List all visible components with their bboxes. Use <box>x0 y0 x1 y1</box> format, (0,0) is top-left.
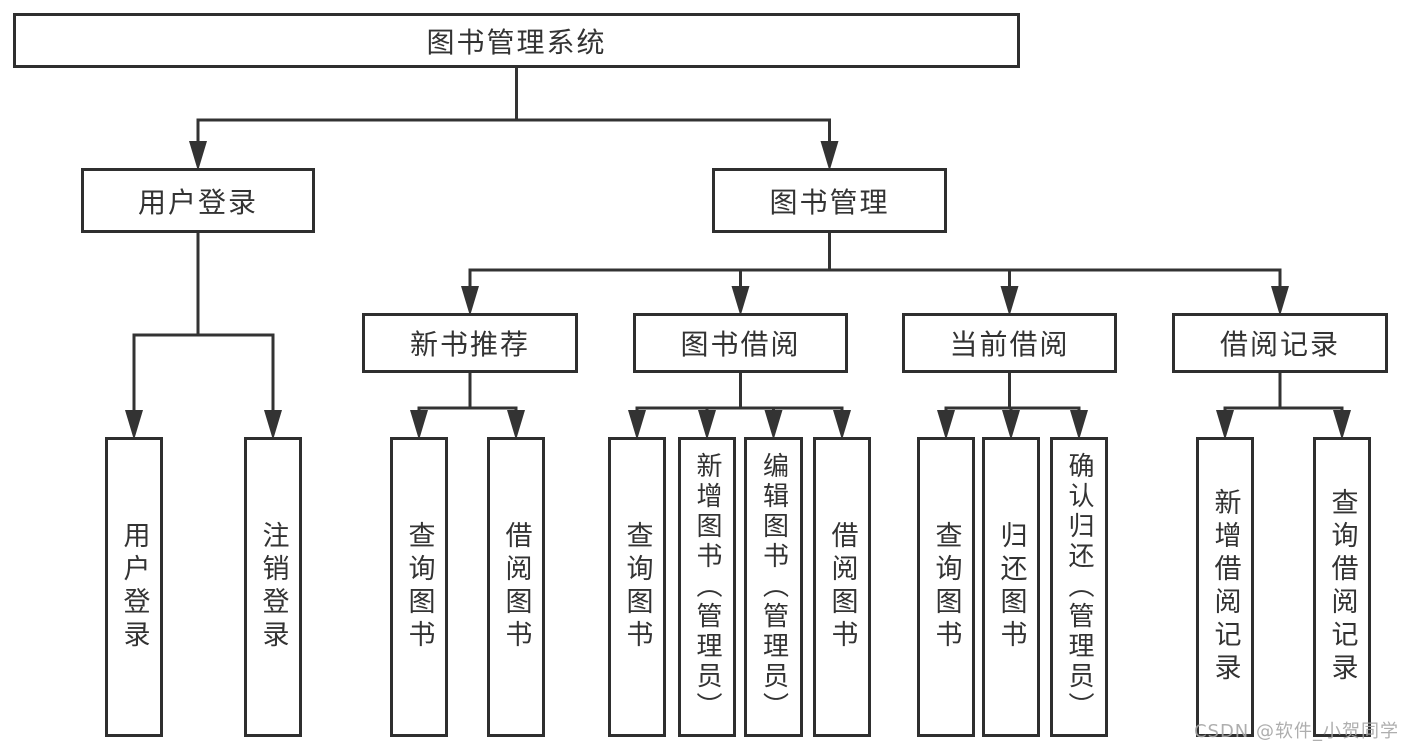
node-label-query-book-2: 查询图书 <box>621 521 653 653</box>
node-query-book-1: 查询图书 <box>390 437 448 737</box>
node-label-query-book-1: 查询图书 <box>403 521 435 653</box>
node-new-book-recommend: 新书推荐 <box>362 313 578 373</box>
node-label-query-borrow-record: 查询借阅记录 <box>1326 488 1358 686</box>
node-logout-leaf: 注销登录 <box>244 437 302 737</box>
node-label-user-login-leaf: 用户登录 <box>118 521 150 653</box>
node-user-login: 用户登录 <box>81 168 315 233</box>
node-label-current-borrow: 当前借阅 <box>949 328 1070 361</box>
node-root: 图书管理系统 <box>13 13 1020 68</box>
node-user-login-leaf: 用户登录 <box>105 437 163 737</box>
node-label-book-management: 图书管理 <box>769 185 890 219</box>
arrowhead-icon <box>731 286 750 316</box>
node-label-confirm-return: 确认归还（管理员） <box>1064 452 1094 722</box>
arrowhead-icon <box>125 410 143 440</box>
arrowhead-icon <box>1333 410 1351 440</box>
node-confirm-return: 确认归还（管理员） <box>1050 437 1108 737</box>
arrowhead-icon <box>189 141 207 171</box>
arrowhead-icon <box>628 410 646 440</box>
arrowhead-icon <box>1000 286 1019 316</box>
arrowhead-icon <box>1271 286 1289 316</box>
node-query-borrow-record: 查询借阅记录 <box>1313 437 1371 737</box>
arrowhead-icon <box>1002 410 1020 440</box>
node-label-book-borrow: 图书借阅 <box>680 328 801 361</box>
node-query-book-3: 查询图书 <box>917 437 975 737</box>
node-return-book: 归还图书 <box>982 437 1040 737</box>
node-label-borrow-book-2: 借阅图书 <box>826 521 858 653</box>
arrowhead-icon <box>507 410 525 440</box>
node-label-logout-leaf: 注销登录 <box>257 521 289 653</box>
node-label-root: 图书管理系统 <box>426 25 607 59</box>
node-query-book-2: 查询图书 <box>608 437 666 737</box>
node-label-return-book: 归还图书 <box>995 521 1027 653</box>
node-label-new-book-recommend: 新书推荐 <box>409 328 530 361</box>
node-borrow-record: 借阅记录 <box>1172 313 1388 373</box>
node-book-borrow: 图书借阅 <box>633 313 848 373</box>
node-edit-book: 编辑图书（管理员） <box>744 437 803 737</box>
node-label-borrow-record: 借阅记录 <box>1219 328 1340 361</box>
node-borrow-book-1: 借阅图书 <box>487 437 545 737</box>
node-label-add-book: 新增图书（管理员） <box>692 452 722 722</box>
watermark: CSDN @软件_小贺同学 <box>1193 721 1399 742</box>
node-label-query-book-3: 查询图书 <box>930 521 962 653</box>
arrowhead-icon <box>764 410 783 440</box>
arrowhead-icon <box>937 410 955 440</box>
arrowhead-icon <box>820 141 839 171</box>
node-borrow-book-2: 借阅图书 <box>813 437 871 737</box>
node-current-borrow: 当前借阅 <box>902 313 1117 373</box>
arrowhead-icon <box>1070 410 1088 440</box>
arrowhead-icon <box>461 286 479 316</box>
node-label-user-login: 用户登录 <box>137 185 258 219</box>
node-label-add-borrow-record: 新增借阅记录 <box>1209 488 1241 686</box>
node-add-book: 新增图书（管理员） <box>678 437 736 737</box>
arrowhead-icon <box>698 410 716 440</box>
arrowhead-icon <box>410 410 428 440</box>
node-add-borrow-record: 新增借阅记录 <box>1196 437 1254 737</box>
arrowhead-icon <box>264 410 282 440</box>
arrowhead-icon <box>833 410 851 440</box>
node-label-borrow-book-1: 借阅图书 <box>500 521 532 653</box>
node-label-edit-book: 编辑图书（管理员） <box>758 452 789 722</box>
node-book-management: 图书管理 <box>712 168 947 233</box>
arrowhead-icon <box>1216 410 1234 440</box>
